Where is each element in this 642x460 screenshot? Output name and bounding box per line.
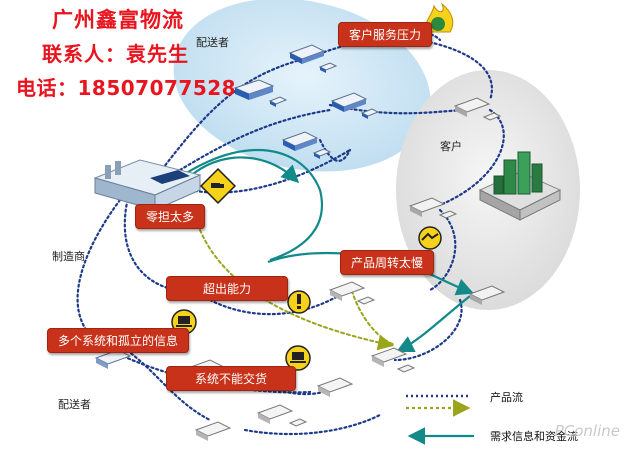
- phone-number: 电话：18507077528: [16, 76, 237, 100]
- customer-service-pressure-box: 客户服务压力: [338, 22, 433, 47]
- legend-demand-flow-label: 需求信息和资金流: [490, 430, 578, 443]
- dollar-fire-icon: [425, 2, 454, 33]
- laptop-icon: [285, 345, 311, 371]
- trucks: [94, 44, 506, 441]
- legend-product-flow-label: 产品流: [490, 391, 523, 404]
- too-many-less-than-truckload-box: 零担太多: [135, 204, 206, 229]
- watermark: PConline: [554, 422, 620, 440]
- product-flow-paths: [76, 30, 505, 436]
- exclamation-warning-icon: [287, 290, 311, 314]
- overcapacity-box: 超出能力: [166, 276, 289, 301]
- distributor-label-bottom: 配送者: [58, 398, 91, 411]
- company-name: 广州鑫富物流: [52, 8, 184, 32]
- contact-person: 联系人：袁先生: [42, 42, 189, 66]
- truck-warning-icon: [199, 167, 237, 205]
- customer-label: 客户: [440, 140, 462, 153]
- slow-turnover-box: 产品周转太慢: [340, 250, 435, 275]
- distributor-label-top: 配送者: [196, 36, 229, 49]
- manufacturer-building: [93, 159, 202, 211]
- isolated-information-box: 多个系统和孤立的信息: [47, 328, 190, 353]
- system-incompatible-box: 系统不能交货: [166, 366, 297, 391]
- factory-icon: [478, 151, 562, 221]
- handshake-icon: [418, 226, 442, 250]
- manufacturer-label: 制造商: [52, 250, 85, 263]
- legend: [406, 394, 474, 445]
- demand-info-paths: [199, 229, 396, 351]
